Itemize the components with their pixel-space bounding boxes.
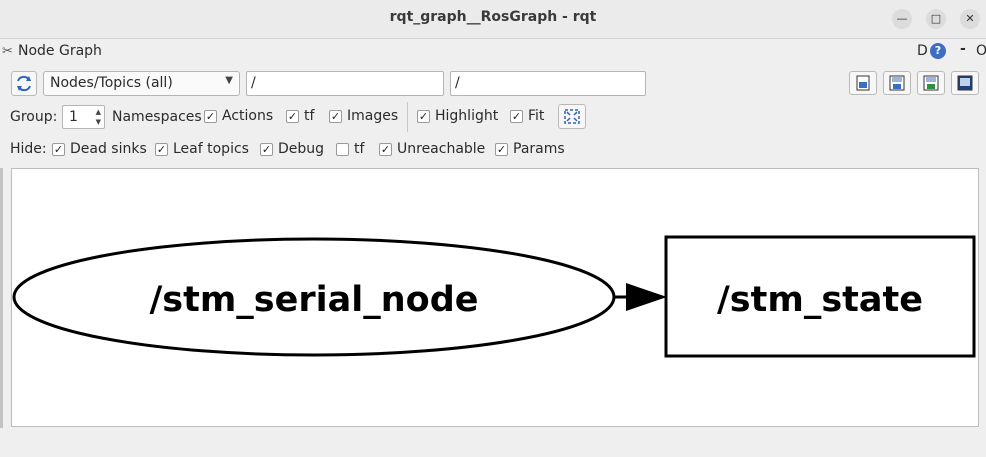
options-separator	[407, 102, 408, 132]
maximize-button[interactable]: □	[926, 9, 946, 29]
hide-tf-label: tf	[354, 141, 365, 157]
edge-arrowhead	[626, 283, 667, 311]
unreachable-checkbox[interactable]: ✓	[379, 143, 392, 156]
minimize-icon: —	[896, 12, 908, 25]
plugin-title: Node Graph	[18, 43, 102, 59]
dead-sinks-checkbox[interactable]: ✓	[52, 143, 65, 156]
highlight-label: Highlight	[435, 108, 499, 124]
params-checkbox[interactable]: ✓	[495, 143, 508, 156]
images-label: Images	[347, 108, 399, 124]
save-svg-button[interactable]	[917, 71, 945, 95]
images-checkbox[interactable]: ✓	[329, 110, 342, 123]
group-spinbox[interactable]: 1 ▲ ▼	[62, 105, 105, 129]
namespaces-label: Namespaces	[112, 109, 202, 125]
group-value: 1	[69, 109, 78, 125]
load-dot-icon	[856, 75, 870, 91]
tf-checkbox[interactable]: ✓	[286, 110, 299, 123]
tf-label: tf	[304, 108, 315, 124]
group-label: Group:	[10, 109, 58, 125]
chevron-down-icon: ▼	[225, 75, 233, 86]
graph-mode-value: Nodes/Topics (all)	[50, 75, 173, 91]
maximize-icon: □	[930, 12, 942, 25]
leaf-topics-label: Leaf topics	[173, 141, 249, 157]
spin-up-icon[interactable]: ▲	[95, 108, 101, 116]
dock-d-label[interactable]: D	[917, 43, 928, 59]
fit-label: Fit	[528, 108, 545, 124]
highlight-checkbox[interactable]: ✓	[417, 110, 430, 123]
load-dot-button[interactable]	[849, 71, 877, 95]
minimize-button[interactable]: —	[892, 9, 912, 29]
spin-down-icon[interactable]: ▼	[95, 118, 101, 126]
plugin-bar: ✂ Node Graph D ? - O	[0, 39, 986, 65]
debug-label: Debug	[278, 141, 325, 157]
window-title: rqt_graph__RosGraph - rqt	[389, 9, 597, 25]
actions-label: Actions	[222, 108, 274, 124]
unreachable-label: Unreachable	[397, 141, 486, 157]
fit-checkbox[interactable]: ✓	[510, 110, 523, 123]
tools-icon: ✂	[2, 44, 13, 59]
topic-box[interactable]	[664, 235, 976, 358]
refresh-button[interactable]	[11, 71, 37, 96]
save-image-button[interactable]	[951, 71, 979, 95]
fit-in-view-button[interactable]	[558, 104, 586, 129]
params-label: Params	[513, 141, 565, 157]
save-dot-button[interactable]	[883, 71, 911, 95]
topic-label: /stm_state	[717, 280, 923, 320]
save-image-icon	[957, 75, 973, 91]
left-window-edge	[0, 168, 3, 428]
hide-tf-checkbox[interactable]	[336, 143, 349, 156]
graph-mode-select[interactable]: Nodes/Topics (all) ▼	[43, 71, 240, 96]
node-label: /stm_serial_node	[149, 280, 478, 320]
refresh-icon	[17, 75, 31, 92]
debug-checkbox[interactable]: ✓	[260, 143, 273, 156]
close-plugin-button[interactable]: O	[976, 43, 986, 59]
actions-checkbox[interactable]: ✓	[204, 110, 217, 123]
close-button[interactable]: ✕	[960, 9, 980, 29]
fit-view-icon	[564, 109, 580, 124]
topic-filter-input[interactable]: /	[450, 71, 646, 96]
dead-sinks-label: Dead sinks	[70, 141, 147, 157]
graph-svg: /stm_serial_node /stm_state	[12, 235, 976, 358]
leaf-topics-checkbox[interactable]: ✓	[155, 143, 168, 156]
minimize-plugin-button[interactable]: -	[960, 41, 966, 57]
hide-label: Hide:	[10, 141, 47, 157]
save-dot-icon	[889, 75, 905, 91]
help-icon[interactable]: ?	[930, 43, 946, 59]
graph-canvas[interactable]: /stm_serial_node /stm_state	[11, 168, 979, 427]
save-svg-icon	[923, 75, 939, 91]
close-icon: ✕	[965, 12, 975, 25]
node-filter-input[interactable]: /	[246, 71, 444, 96]
window-titlebar[interactable]: rqt_graph__RosGraph - rqt — □ ✕	[0, 0, 986, 39]
